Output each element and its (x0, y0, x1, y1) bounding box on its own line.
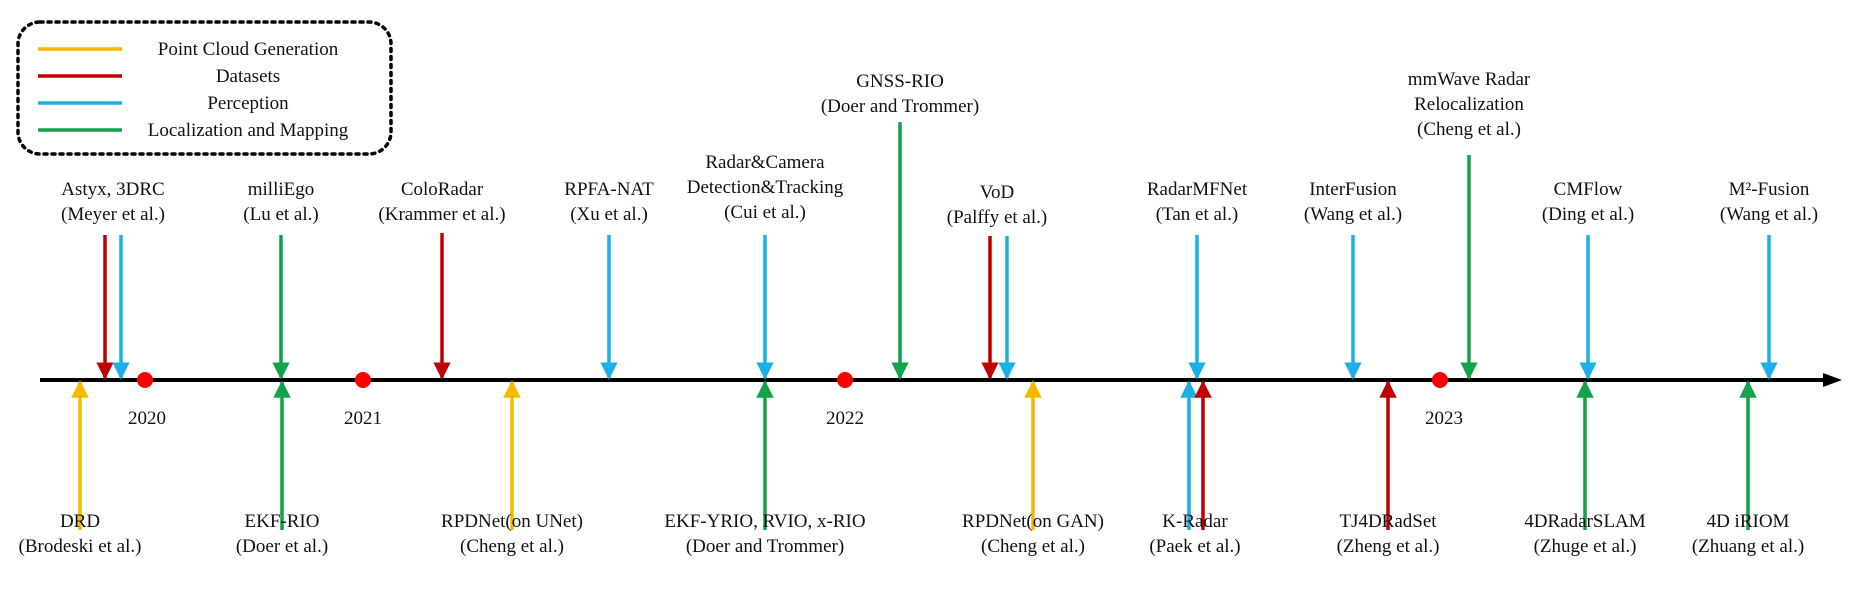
event-tj4dradset: TJ4DRadSet (Zheng et al.) (1337, 511, 1440, 557)
event-label-mmwave-radar-line-2: Relocalization (1414, 94, 1524, 115)
event-label-m-fusion-line-1: M²-Fusion (1729, 179, 1810, 200)
event-astyx-3drc: Astyx, 3DRC (Meyer et al.) (61, 179, 165, 225)
event-label-cmflow-line-2: (Ding et al.) (1542, 204, 1634, 225)
event-label-rpdnet-on-unet-line-2: (Cheng et al.) (460, 536, 564, 557)
event-label-rpfa-nat-line-1: RPFA-NAT (564, 179, 654, 200)
event-milliego: milliEgo (Lu et al.) (243, 179, 318, 225)
year-marker-2023 (1432, 372, 1448, 388)
event-label-interfusion-line-2: (Wang et al.) (1304, 204, 1402, 225)
event-labels: Astyx, 3DRC (Meyer et al.) milliEgo (Lu et … (19, 69, 1819, 557)
year-label-2020: 2020 (128, 408, 166, 429)
event-label-m-fusion-line-2: (Wang et al.) (1720, 204, 1818, 225)
event-label-coloradar-line-1: ColoRadar (401, 179, 484, 200)
year-marker-2020 (137, 372, 153, 388)
event-ekf-yrio-rvio-x-rio: EKF-YRIO, RVIO, x-RIO (Doer and Trommer) (664, 511, 865, 557)
event-label-ekf-rio-line-2: (Doer et al.) (236, 536, 328, 557)
event-vod: VoD (Palffy et al.) (947, 182, 1047, 228)
event-4d-iriom: 4D iRIOM (Zhuang et al.) (1692, 511, 1804, 557)
event-label-4dradarslam-line-2: (Zhuge et al.) (1534, 536, 1637, 557)
event-drd: DRD (Brodeski et al.) (19, 511, 142, 557)
event-label-astyx-3drc-line-2: (Meyer et al.) (61, 204, 165, 225)
event-rpfa-nat: RPFA-NAT (Xu et al.) (564, 179, 654, 225)
event-gnss-rio: GNSS-RIO (Doer and Trommer) (821, 71, 979, 117)
event-m-fusion: M²-Fusion (Wang et al.) (1720, 179, 1818, 225)
event-label-tj4dradset-line-1: TJ4DRadSet (1339, 511, 1437, 532)
event-label-astyx-3drc-line-1: Astyx, 3DRC (61, 179, 164, 200)
event-label-k-radar-line-1: K-Radar (1162, 511, 1228, 532)
event-label-vod-line-1: VoD (980, 182, 1015, 203)
timeline-arrowhead (1823, 373, 1842, 387)
timeline-axis: 2020 2021 2022 2023 (40, 372, 1842, 429)
event-label-drd-line-1: DRD (60, 511, 100, 532)
year-label-2021: 2021 (344, 408, 382, 429)
year-label-2023: 2023 (1425, 408, 1463, 429)
event-label-milliego-line-1: milliEgo (248, 179, 315, 200)
event-label-gnss-rio-line-1: GNSS-RIO (856, 71, 944, 92)
event-label-tj4dradset-line-2: (Zheng et al.) (1337, 536, 1440, 557)
event-label-rpdnet-on-unet-line-1: RPDNet(on UNet) (441, 511, 583, 532)
event-interfusion: InterFusion (Wang et al.) (1304, 179, 1402, 225)
event-arrows (71, 122, 1778, 530)
event-label-mmwave-radar-line-1: mmWave Radar (1408, 69, 1531, 90)
event-label-vod-line-2: (Palffy et al.) (947, 207, 1047, 228)
event-label-4d-iriom-line-2: (Zhuang et al.) (1692, 536, 1804, 557)
event-label-drd-line-2: (Brodeski et al.) (19, 536, 142, 557)
event-label-4dradarslam-line-1: 4DRadarSLAM (1524, 511, 1645, 532)
event-label-rpdnet-on-gan-line-1: RPDNet(on GAN) (962, 511, 1104, 532)
event-label-k-radar-line-2: (Paek et al.) (1149, 536, 1240, 557)
event-label-4d-iriom-line-1: 4D iRIOM (1707, 511, 1790, 532)
event-ekf-rio: EKF-RIO (Doer et al.) (236, 511, 328, 557)
legend-label-perception: Perception (207, 93, 289, 114)
event-label-gnss-rio-line-2: (Doer and Trommer) (821, 96, 979, 117)
event-label-cmflow-line-1: CMFlow (1554, 179, 1623, 200)
event-rpdnet-on-unet: RPDNet(on UNet) (Cheng et al.) (441, 511, 583, 557)
event-label-radar-camera-line-1: Radar&Camera (705, 152, 825, 173)
event-label-ekf-yrio-rvio-x-rio-line-1: EKF-YRIO, RVIO, x-RIO (664, 511, 865, 532)
event-label-radarmfnet-line-2: (Tan et al.) (1156, 204, 1239, 225)
year-marker-2022 (837, 372, 853, 388)
event-label-mmwave-radar-line-3: (Cheng et al.) (1417, 119, 1521, 140)
legend-label-datasets: Datasets (216, 66, 280, 87)
event-label-radar-camera-line-3: (Cui et al.) (724, 202, 806, 223)
event-label-radarmfnet-line-1: RadarMFNet (1147, 179, 1248, 200)
legend-label-localization-and-mapping: Localization and Mapping (148, 120, 349, 141)
event-label-radar-camera-line-2: Detection&Tracking (687, 177, 844, 198)
event-4dradarslam: 4DRadarSLAM (Zhuge et al.) (1524, 511, 1645, 557)
event-coloradar: ColoRadar (Krammer et al.) (378, 179, 505, 225)
event-label-rpfa-nat-line-2: (Xu et al.) (570, 204, 648, 225)
event-label-coloradar-line-2: (Krammer et al.) (378, 204, 505, 225)
legend-label-point-cloud-generation: Point Cloud Generation (158, 39, 339, 60)
legend-box (16, 20, 393, 156)
event-label-milliego-line-2: (Lu et al.) (243, 204, 318, 225)
event-label-ekf-yrio-rvio-x-rio-line-2: (Doer and Trommer) (686, 536, 844, 557)
year-marker-2021 (355, 372, 371, 388)
event-k-radar: K-Radar (Paek et al.) (1149, 511, 1240, 557)
event-cmflow: CMFlow (Ding et al.) (1542, 179, 1634, 225)
event-label-ekf-rio-line-1: EKF-RIO (245, 511, 320, 532)
year-label-2022: 2022 (826, 408, 864, 429)
legend: Point Cloud GenerationDatasetsPerception… (16, 20, 393, 156)
event-rpdnet-on-gan: RPDNet(on GAN) (Cheng et al.) (962, 511, 1104, 557)
event-label-rpdnet-on-gan-line-2: (Cheng et al.) (981, 536, 1085, 557)
event-radarmfnet: RadarMFNet (Tan et al.) (1147, 179, 1248, 225)
event-label-interfusion-line-1: InterFusion (1309, 179, 1397, 200)
